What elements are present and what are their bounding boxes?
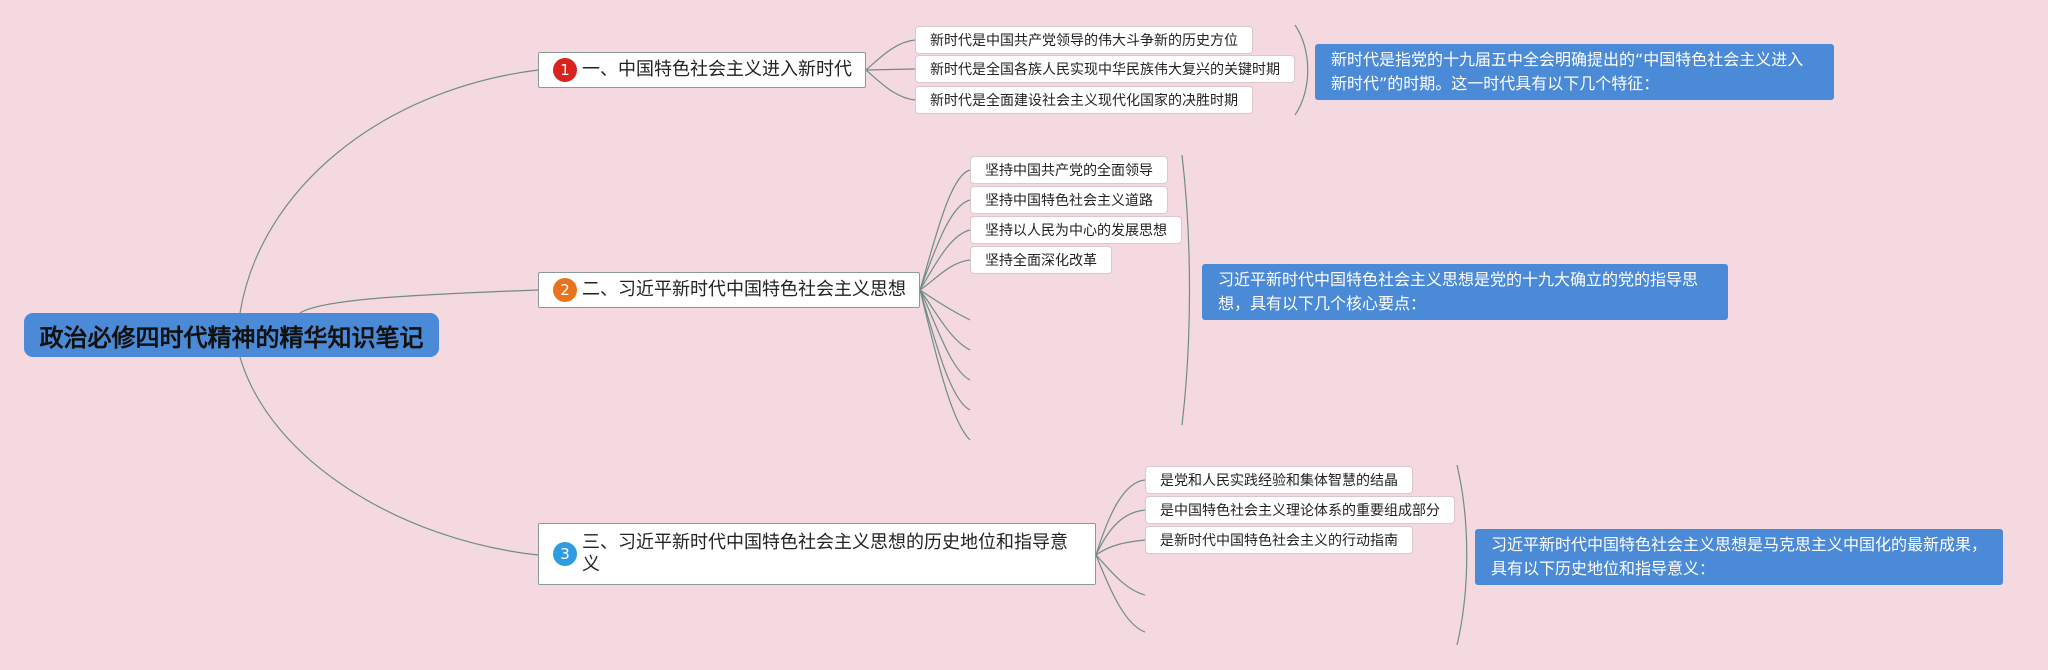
connector-b3-empty-1: [1095, 554, 1146, 596]
subtopic-3-3[interactable]: 是新时代中国特色社会主义的行动指南: [1145, 526, 1413, 554]
connector-b1-leaf-2: [865, 68, 916, 71]
connector-root-branch-3: [239, 356, 539, 556]
connector-b2-empty-4: [919, 289, 971, 411]
connector-b3-leaf-3: [1095, 539, 1146, 556]
branch-label-2: 二、习近平新时代中国特色社会主义思想: [582, 279, 906, 300]
root-topic[interactable]: 政治必修四时代精神的精华知识笔记: [24, 313, 439, 357]
connector-b2-leaf-1: [919, 169, 971, 291]
subtopic-1-3[interactable]: 新时代是全面建设社会主义现代化国家的决胜时期: [915, 86, 1253, 114]
subtopic-1-1[interactable]: 新时代是中国共产党领导的伟大斗争新的历史方位: [915, 26, 1253, 54]
connector-root-branch-1: [239, 69, 539, 314]
number-badge-2: 2: [553, 278, 577, 302]
summary-bracket-3: [1456, 464, 1468, 646]
subtopic-3-1[interactable]: 是党和人民实践经验和集体智慧的结晶: [1145, 466, 1413, 494]
connector-b1-leaf-3: [865, 69, 916, 101]
summary-bracket-1: [1294, 24, 1309, 116]
connector-b3-leaf-1: [1095, 479, 1146, 556]
connector-b2-leaf-2: [919, 199, 971, 291]
branch-label-1: 一、中国特色社会主义进入新时代: [582, 59, 852, 80]
subtopic-2-1[interactable]: 坚持中国共产党的全面领导: [970, 156, 1168, 184]
branch-topic-3[interactable]: 3 三、习近平新时代中国特色社会主义思想的历史地位和指导意义: [538, 523, 1096, 585]
number-badge-3: 3: [553, 542, 577, 566]
subtopic-2-4[interactable]: 坚持全面深化改革: [970, 246, 1112, 274]
connector-b2-leaf-4: [919, 259, 971, 291]
connector-b3-empty-2: [1095, 554, 1146, 633]
subtopic-3-2[interactable]: 是中国特色社会主义理论体系的重要组成部分: [1145, 496, 1455, 524]
number-badge-1: 1: [553, 58, 577, 82]
subtopic-2-3[interactable]: 坚持以人民为中心的发展思想: [970, 216, 1182, 244]
branch-label-3: 三、习近平新时代中国特色社会主义思想的历史地位和指导意义: [582, 532, 1068, 575]
connector-b2-empty-2: [919, 289, 971, 351]
connector-b2-empty-3: [919, 289, 971, 381]
summary-3[interactable]: 习近平新时代中国特色社会主义思想是马克思主义中国化的最新成果，具有以下历史地位和…: [1475, 529, 2003, 585]
connector-b3-leaf-2: [1095, 509, 1146, 556]
connector-b2-leaf-3: [919, 229, 971, 291]
connector-b1-leaf-1: [865, 39, 916, 71]
subtopic-2-2[interactable]: 坚持中国特色社会主义道路: [970, 186, 1168, 214]
branch-topic-2[interactable]: 2 二、习近平新时代中国特色社会主义思想: [538, 272, 920, 308]
connector-b2-empty-5: [919, 289, 971, 441]
connector-root-branch-2: [299, 289, 539, 314]
summary-bracket-2: [1181, 154, 1191, 426]
summary-2[interactable]: 习近平新时代中国特色社会主义思想是党的十九大确立的党的指导思想，具有以下几个核心…: [1202, 264, 1728, 320]
subtopic-1-2[interactable]: 新时代是全国各族人民实现中华民族伟大复兴的关键时期: [915, 55, 1295, 83]
connector-b2-empty-1: [919, 289, 971, 321]
branch-topic-1[interactable]: 1 一、中国特色社会主义进入新时代: [538, 52, 866, 88]
summary-1[interactable]: 新时代是指党的十九届五中全会明确提出的“中国特色社会主义进入新时代”的时期。这一…: [1315, 44, 1834, 100]
